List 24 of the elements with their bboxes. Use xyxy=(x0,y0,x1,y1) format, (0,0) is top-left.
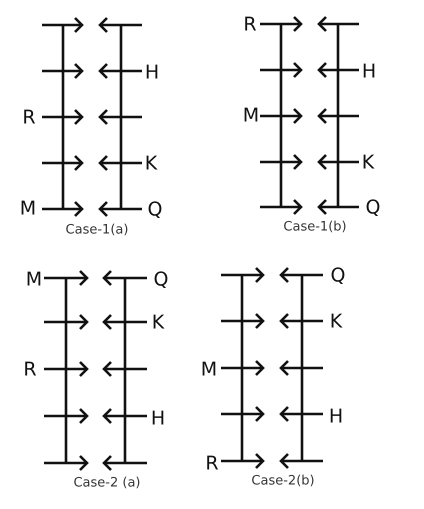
seat-letter: H xyxy=(362,62,376,82)
seat-letter: Q xyxy=(366,198,380,218)
seat-letter: H xyxy=(150,410,166,428)
seat-letter: H xyxy=(144,64,160,82)
seat-letter: K xyxy=(144,154,158,174)
seat-letter: M xyxy=(26,270,42,290)
seat-letter: M xyxy=(200,360,218,380)
case-caption: Case-1(b) xyxy=(283,220,347,234)
case-caption: Case-2 (a) xyxy=(73,476,141,490)
seat-letter: H xyxy=(328,408,344,426)
seat-letter: M xyxy=(242,106,260,126)
seat-letter: Q xyxy=(330,266,346,286)
seat-letter: Q xyxy=(154,270,168,290)
seat-letter: Q xyxy=(148,200,162,220)
seat-letter: M xyxy=(20,200,36,218)
seat-letter: K xyxy=(152,314,164,332)
seat-letter: R xyxy=(23,360,37,380)
seat-letter: R xyxy=(205,454,219,474)
case-caption: Case-1(a) xyxy=(66,224,128,236)
seat-letter: K xyxy=(362,154,374,172)
seat-letter: K xyxy=(330,312,342,332)
seat-letter: R xyxy=(22,108,36,128)
case-caption: Case-2(b) xyxy=(251,474,315,488)
seat-letter: R xyxy=(243,16,257,34)
